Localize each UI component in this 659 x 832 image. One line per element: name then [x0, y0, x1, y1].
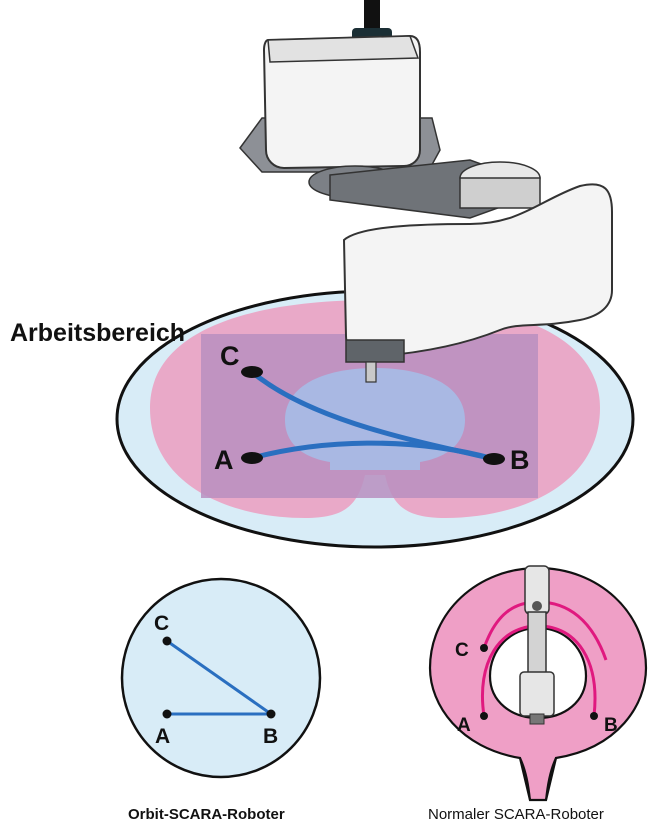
- normal-label-c: C: [455, 640, 469, 661]
- scara-robot-illustration: [239, 0, 613, 383]
- normal-robot-lower: [519, 671, 555, 717]
- robot-quill: [365, 361, 377, 383]
- normal-point-c: [480, 644, 488, 652]
- normal-label-a: A: [457, 715, 471, 736]
- normal-label-b: B: [604, 715, 618, 736]
- robot-elbow-body: [459, 177, 541, 209]
- main-label-c: C: [220, 341, 240, 371]
- robot-cable: [364, 0, 380, 32]
- orbit-point-a: [162, 709, 172, 719]
- point-a-marker: [241, 452, 263, 464]
- orbit-caption: Orbit-SCARA-Roboter: [128, 806, 285, 823]
- main-label-b: B: [510, 445, 530, 475]
- robot-base-top: [267, 35, 420, 63]
- orbit-point-c: [162, 636, 172, 646]
- path-a-to-b: [249, 440, 497, 462]
- main-label-a: A: [214, 445, 234, 475]
- point-c-marker: [241, 366, 263, 378]
- normal-point-b: [590, 712, 598, 720]
- orbit-label-c: C: [154, 612, 169, 635]
- orbit-path-c-to-b: [166, 639, 272, 716]
- orbit-scara-diagram: C A B: [120, 577, 322, 779]
- normal-point-a: [480, 712, 488, 720]
- orbit-point-b: [266, 709, 276, 719]
- normal-center-gap: [519, 757, 557, 801]
- orbit-label-a: A: [155, 725, 170, 748]
- normal-caption: Normaler SCARA-Roboter: [428, 806, 604, 823]
- orbit-label-b: B: [263, 725, 278, 748]
- robot-base-tower: [262, 34, 421, 170]
- normal-robot-mid: [527, 611, 547, 675]
- normal-scara-diagram: C A B: [428, 565, 648, 802]
- workspace-label: Arbeitsbereich: [10, 319, 185, 347]
- robot-second-arm: [342, 183, 613, 358]
- normal-robot-joint: [532, 601, 542, 611]
- robot-quill-housing: [345, 339, 405, 363]
- main-workspace-illustration: C A B: [115, 289, 635, 549]
- normal-robot-foot: [529, 713, 545, 725]
- inner-blue-zone: [285, 368, 465, 470]
- point-b-marker: [483, 453, 505, 465]
